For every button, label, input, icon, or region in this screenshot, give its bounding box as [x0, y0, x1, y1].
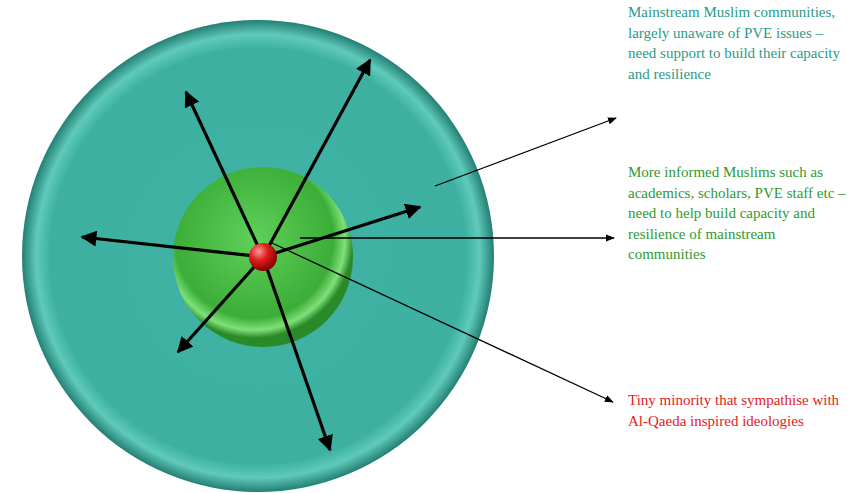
leader-line [435, 118, 616, 186]
leader-lines [272, 118, 616, 402]
radiating-arrow [178, 257, 263, 352]
radiating-arrow [186, 92, 263, 257]
region-description: Mainstream Muslim communities, largely u… [628, 2, 852, 84]
core-sphere [249, 243, 277, 271]
inner-circle [173, 167, 353, 347]
region-description: More informed Muslims such as academics,… [628, 162, 852, 265]
radiating-arrow [82, 237, 263, 257]
leader-line [300, 237, 614, 238]
outer-circle [22, 20, 494, 492]
radiating-arrows [82, 60, 420, 450]
core-description: Tiny minority that sympathise with Al-Qa… [628, 390, 852, 431]
radiating-arrow [263, 257, 330, 450]
leader-line [272, 243, 613, 402]
